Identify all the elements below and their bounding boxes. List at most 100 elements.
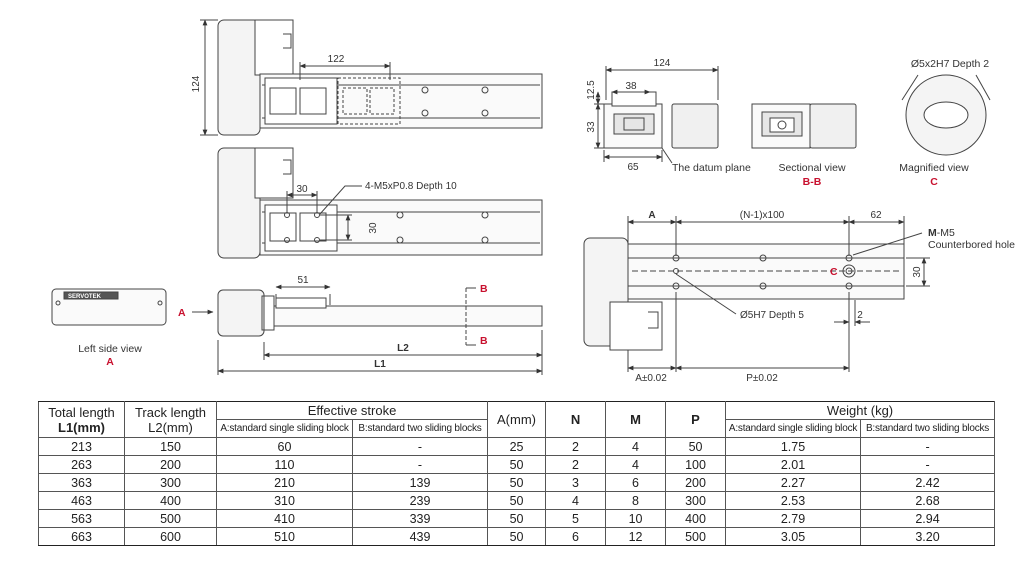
cell: 2.94 (860, 509, 996, 528)
cell: - (860, 437, 996, 456)
dim-end-h2: 33 (586, 121, 597, 133)
header-n: N (545, 401, 607, 438)
base-2: 2 (857, 310, 863, 321)
cell: 3.20 (860, 527, 996, 546)
cell: 213 (38, 437, 125, 456)
cell: 2.27 (725, 473, 862, 492)
cell: 150 (124, 437, 217, 456)
cell: 300 (124, 473, 217, 492)
cell: 563 (38, 509, 125, 528)
cell: 400 (124, 491, 217, 510)
cell: 12 (605, 527, 667, 546)
dim-end-w1: 38 (625, 81, 637, 92)
base-counterbore: Counterbored hole (928, 239, 1015, 251)
cell: 4 (545, 491, 607, 510)
dim-mount-hole: 4-M5xP0.8 Depth 10 (365, 181, 457, 192)
cell: 2 (545, 437, 607, 456)
cell: 139 (351, 473, 489, 492)
base-pin: Ø5H7 Depth 5 (740, 310, 804, 321)
cell: 4 (605, 455, 667, 474)
header-weight-b: B:standard two sliding blocks (860, 419, 996, 438)
magnified-label: Magnified view (899, 162, 969, 174)
cell: 210 (216, 473, 353, 492)
dim-pitch-v: 30 (368, 222, 379, 234)
cell: 2.01 (725, 455, 862, 474)
base-30: 30 (912, 266, 923, 278)
cell: 1.75 (725, 437, 862, 456)
cell: 600 (124, 527, 217, 546)
cell: 3 (545, 473, 607, 492)
spec-table: Total length L1(mm) Track length L2(mm) … (38, 401, 996, 546)
cell: 239 (351, 491, 489, 510)
cell: 50 (487, 527, 547, 546)
base-a: A (648, 210, 655, 221)
left-side-letter: A (106, 356, 114, 368)
cell: - (351, 437, 489, 456)
view-a-arrow-label: A (178, 307, 186, 319)
dim-L1: L1 (374, 359, 386, 370)
cell: 50 (487, 473, 547, 492)
cell: 200 (665, 473, 727, 492)
cell: 110 (216, 455, 353, 474)
base-62: 62 (870, 210, 882, 221)
base-plate-view (583, 216, 930, 372)
header-p: P (665, 401, 727, 438)
header-weight-a: A:standard single sliding block (725, 419, 862, 438)
end-view (594, 66, 719, 164)
sectional-label: Sectional view (778, 162, 846, 174)
dim-L2: L2 (397, 343, 409, 354)
hole-detail: Ø5x2H7 Depth 2 (911, 58, 989, 70)
dim-offset: 51 (297, 275, 309, 286)
cell: 100 (665, 455, 727, 474)
cell: 6 (605, 473, 667, 492)
cell: 300 (665, 491, 727, 510)
header-weight: Weight (kg) (725, 401, 996, 420)
cell: - (351, 455, 489, 474)
cell: 50 (665, 437, 727, 456)
left-side-view (51, 288, 167, 326)
cell: 6 (545, 527, 607, 546)
cell: 500 (665, 527, 727, 546)
technical-drawing: 124 122 4-M5xP0.8 Depth 10 30 30 51 L2 L… (51, 19, 1015, 384)
left-side-label: Left side view (78, 343, 142, 355)
top-view-carriage (200, 19, 543, 136)
cell: 25 (487, 437, 547, 456)
datum-label: The datum plane (672, 162, 751, 174)
cell: 3.05 (725, 527, 862, 546)
header-m: M (605, 401, 667, 438)
logo-text: SERVOTEK (68, 294, 102, 300)
base-p-tol: P±0.02 (746, 373, 778, 384)
cell: 510 (216, 527, 353, 546)
cell: 2.68 (860, 491, 996, 510)
cell: 363 (38, 473, 125, 492)
top-view-mounting (217, 147, 543, 259)
magnified-letter: C (930, 176, 938, 188)
header-a-mm: A(mm) (487, 401, 547, 438)
cell: 60 (216, 437, 353, 456)
base-a-tol: A±0.02 (635, 373, 667, 384)
base-pitch: (N-1)x100 (740, 210, 785, 221)
cell: 500 (124, 509, 217, 528)
dim-top-width: 122 (328, 54, 345, 65)
header-stroke-b: B:standard two sliding blocks (351, 419, 489, 438)
cell: 2.53 (725, 491, 862, 510)
header-stroke-a: A:standard single sliding block (216, 419, 353, 438)
cell: 310 (216, 491, 353, 510)
sectional-view (751, 103, 857, 149)
cell: 400 (665, 509, 727, 528)
cell: 5 (545, 509, 607, 528)
cell: 410 (216, 509, 353, 528)
cell: 50 (487, 455, 547, 474)
dim-end-width: 124 (654, 58, 671, 69)
cell: 439 (351, 527, 489, 546)
cell: 2.79 (725, 509, 862, 528)
sectional-letter: B-B (803, 176, 822, 188)
cell: 50 (487, 491, 547, 510)
cell: 263 (38, 455, 125, 474)
